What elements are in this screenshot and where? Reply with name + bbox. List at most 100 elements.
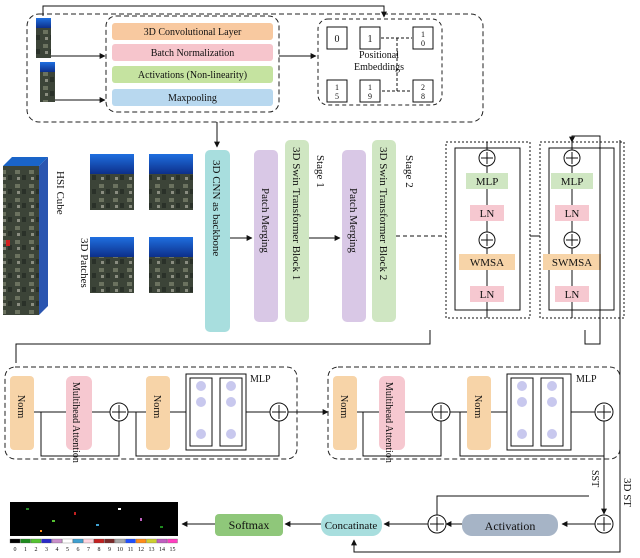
swin-right-ln-top-label: LN: [565, 208, 580, 220]
block2-attention-label: Multihead Attention: [383, 382, 394, 463]
swin-right-mlp-label: MLP: [561, 176, 584, 188]
legend-number: 4: [56, 547, 59, 553]
block1-mlp-label: MLP: [250, 374, 271, 385]
legend-swatch: [30, 538, 42, 544]
positional-label-1: Positional: [359, 50, 399, 61]
transformer-block-1: [4, 366, 298, 460]
positional-cell-value: 0: [421, 39, 425, 48]
legend-number: 0: [14, 547, 17, 553]
positional-cell: [326, 26, 348, 50]
cnn-layers-frame: [105, 15, 280, 113]
block1-mlp-frame: [185, 373, 247, 451]
legend-swatch: [20, 538, 31, 544]
legend-number: 6: [77, 547, 80, 553]
legend-number: 5: [66, 547, 69, 553]
positional-cell-value: 8: [421, 92, 425, 101]
positional-cell-value: 9: [368, 92, 372, 101]
swin-left-ln-bottom-label: LN: [480, 289, 495, 301]
legend-swatch: [167, 538, 178, 544]
stage-2-label: Stage 2: [403, 155, 415, 188]
block2-norm1: [333, 376, 357, 450]
activation-block: [462, 514, 558, 536]
swin-right-ln-bottom: [555, 286, 589, 302]
patch-merging-2-label: Patch Merging: [347, 188, 359, 253]
patch-merging-2-block: [342, 150, 366, 322]
block2-norm1-label: Norm: [338, 395, 349, 419]
swin-left-ln-top-label: LN: [480, 208, 495, 220]
positional-cell-value: 1: [421, 30, 425, 39]
legend-swatch: [51, 538, 63, 544]
legend-swatch: [125, 538, 136, 544]
legend-swatch: [104, 538, 115, 544]
stage-1-label: Stage 1: [314, 155, 326, 188]
legend-swatch: [72, 538, 84, 544]
legend-number: 3: [45, 547, 48, 553]
block1-norm2: [146, 376, 170, 450]
positional-cell-value: 0: [335, 34, 340, 45]
sst-label: SST: [589, 470, 600, 487]
block1-norm2-label: Norm: [151, 395, 162, 419]
legend-number: 8: [98, 547, 101, 553]
block1-norm1-label: Norm: [15, 395, 26, 419]
legend-number: 12: [138, 547, 144, 553]
st3d-label: 3D ST: [621, 478, 633, 507]
block1-mlp-nodes: [196, 381, 236, 439]
legend-number: 14: [159, 547, 165, 553]
block2-mlp-nodes: [517, 381, 557, 439]
positional-cell: [359, 26, 381, 50]
patch-merging-1-label: Patch Merging: [259, 188, 271, 253]
hsi-cube-label: HSI Cube: [54, 171, 66, 215]
patch-2: [149, 154, 193, 210]
conv3d-label: 3D Convolutional Layer: [144, 27, 242, 38]
block1-attention-label: Multihead Attention: [70, 382, 81, 463]
positional-label-2: Embeddings: [354, 62, 404, 73]
legend-swatch: [146, 538, 157, 544]
block2-mlp-label: MLP: [576, 374, 597, 385]
legend-number: 13: [149, 547, 155, 553]
input-patch-stack-2: [40, 62, 55, 102]
positional-cell: [412, 26, 434, 50]
swin-block-2: [372, 140, 396, 322]
swin-right-mlp: [551, 173, 593, 189]
softmax-label: Softmax: [229, 518, 270, 532]
patch-1: [90, 154, 134, 210]
legend-swatch: [135, 538, 147, 544]
patch-merging-1-block: [254, 150, 278, 322]
legend-swatch: [93, 538, 105, 544]
positional-cell: [359, 79, 381, 103]
cnn-backbone-label: 3D CNN as backbone: [210, 160, 222, 256]
batchnorm-label: Batch Normalization: [151, 48, 235, 59]
legend-number: 2: [35, 547, 38, 553]
swin-block-2-label: 3D Swin Transformer Block 2: [377, 147, 389, 280]
legend-swatch: [156, 538, 168, 544]
conv3d-layer: [112, 23, 273, 40]
swin-block-1-label: 3D Swin Transformer Block 1: [290, 147, 302, 280]
legend-swatch: [41, 538, 52, 544]
positional-cell-value: 5: [335, 92, 339, 101]
block1-attention: [66, 376, 92, 450]
maxpool-label: Maxpooling: [168, 93, 217, 104]
swin-detail-right: [539, 141, 625, 319]
block2-norm2-label: Norm: [472, 395, 483, 419]
positional-embeddings-frame: [317, 18, 443, 106]
top-dashed-frame: [26, 13, 484, 123]
legend-number: 10: [117, 547, 123, 553]
swin-right-ln-top: [555, 205, 589, 221]
positional-cell-value: 1: [368, 83, 372, 92]
patches-3d-label: 3D Patches: [78, 238, 90, 288]
positional-cell: [412, 79, 434, 103]
swin-detail-left: [445, 141, 531, 319]
swin-left-ln-bottom: [470, 286, 504, 302]
positional-cell-value: 1: [368, 34, 373, 45]
legend-number: 9: [108, 547, 111, 553]
legend-swatch: [114, 538, 126, 544]
batchnorm-layer: [112, 44, 273, 61]
softmax-block: [215, 514, 283, 536]
block2-attention: [379, 376, 405, 450]
patch-3: [90, 237, 134, 293]
legend-swatch: [83, 538, 94, 544]
classification-map: [10, 502, 178, 536]
